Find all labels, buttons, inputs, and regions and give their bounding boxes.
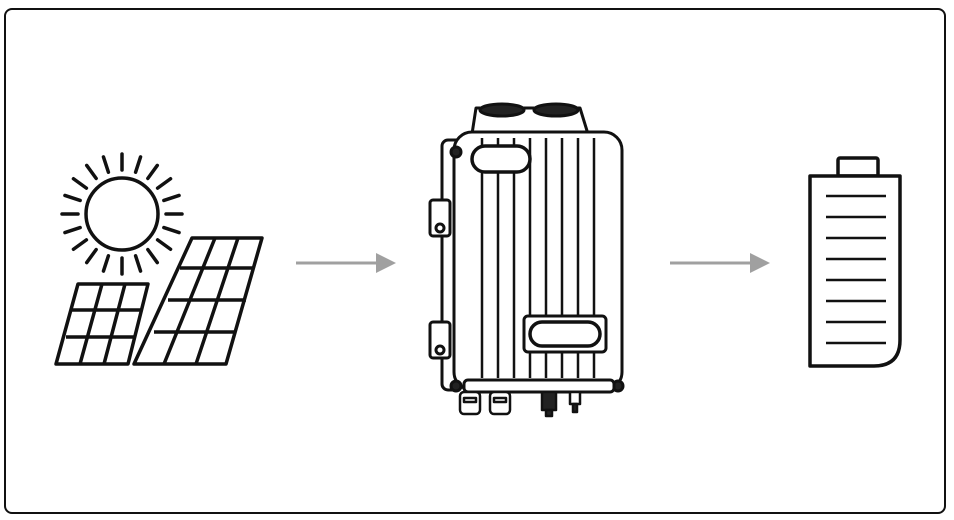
- inverter-top-window: [470, 144, 532, 174]
- sun-ray: [146, 247, 160, 265]
- inverter-device-icon: [428, 102, 625, 418]
- sun-ray: [133, 155, 143, 174]
- cable-glands: [458, 390, 582, 418]
- sun-ray: [71, 238, 89, 252]
- sun-and-solar-panels-icon: [54, 152, 264, 366]
- sun-ray: [63, 193, 82, 203]
- sun-ray: [84, 163, 98, 181]
- arrow-right-icon: [670, 253, 770, 273]
- sun-ray: [63, 225, 82, 235]
- sun-icon: [60, 152, 184, 276]
- sun-ray: [84, 247, 98, 265]
- sun-ray: [162, 193, 181, 203]
- battery-icon: [808, 156, 902, 368]
- solar-panel-right: [132, 236, 264, 366]
- sun-ray: [162, 225, 181, 235]
- solar-panel-left: [54, 282, 150, 366]
- sun-ray: [101, 155, 111, 174]
- battery-terminal: [836, 156, 880, 178]
- sun-ray: [146, 163, 160, 181]
- sun-ray: [155, 238, 173, 252]
- sun-ray: [71, 176, 89, 190]
- arrow-right-icon: [296, 253, 396, 273]
- battery-body: [808, 174, 902, 368]
- sun-ray: [133, 254, 143, 273]
- inverter-display: [528, 320, 602, 348]
- sun-ray: [155, 176, 173, 190]
- sun-ray: [101, 254, 111, 273]
